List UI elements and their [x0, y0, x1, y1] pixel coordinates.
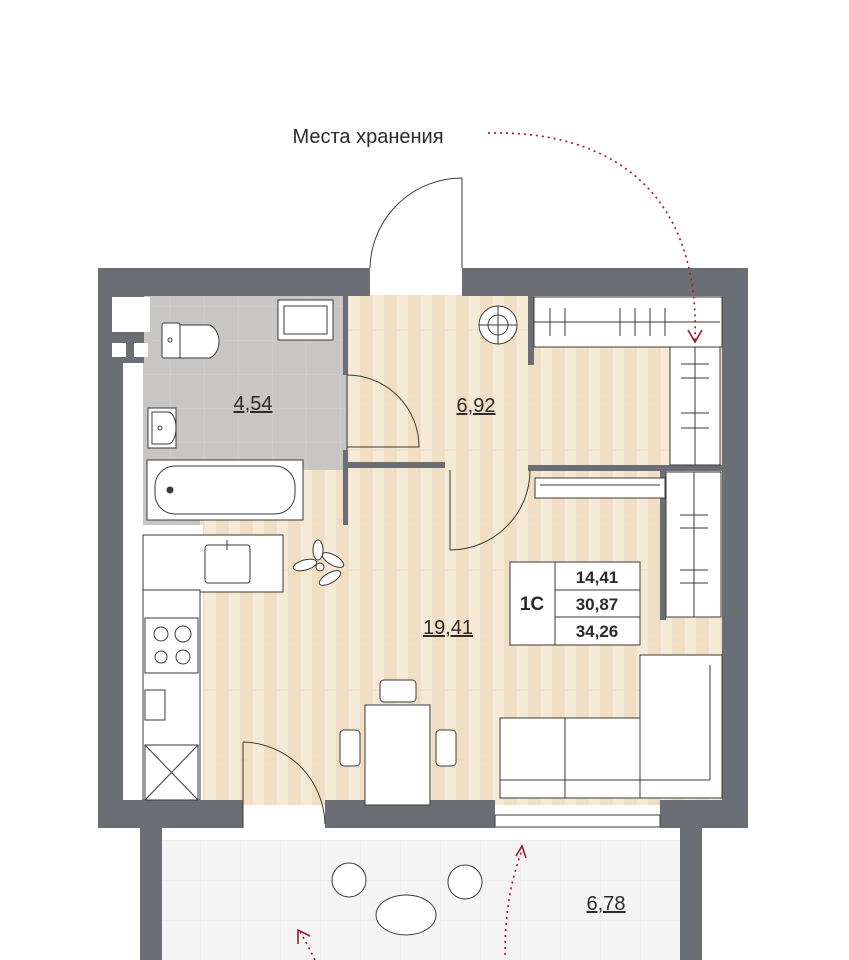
bathroom-area: 4,54 [234, 393, 273, 415]
sofa-icon [499, 654, 723, 799]
fridge-icon [144, 689, 166, 721]
balcony-table-set [331, 862, 483, 936]
hallway-area: 6,92 [457, 395, 496, 417]
apartment-type: 1С [520, 594, 545, 615]
balcony-door [242, 741, 326, 828]
balcony-area: 6,78 [587, 893, 626, 915]
balcony-arrow-left-head [297, 928, 311, 944]
bathroom-door [346, 374, 420, 450]
storage-wardrobe-right [669, 346, 721, 466]
storage-caption: Места хранения [292, 126, 443, 148]
kitchen-sink-icon [204, 540, 251, 584]
toilet-icon [161, 322, 220, 359]
storage-wardrobe-top [533, 296, 723, 348]
cabinet-cross-icon [144, 744, 199, 801]
radiator [494, 814, 661, 828]
ventilation-fan-icon [478, 305, 518, 345]
bathtub-icon [146, 459, 304, 521]
ventilation-shafts [112, 297, 150, 357]
living-wardrobe [665, 471, 722, 618]
storage-arrow [487, 132, 696, 341]
living-door [449, 469, 531, 551]
stove-icon [144, 617, 199, 674]
living-area-label: 19,41 [423, 617, 473, 639]
walls [98, 268, 748, 960]
plant-icon [292, 539, 345, 586]
storage-arrow-head [687, 329, 703, 344]
summary-living-area: 14,41 [576, 568, 619, 587]
summary-total-area: 30,87 [576, 595, 619, 614]
apartment-summary [509, 561, 641, 646]
sink-icon [147, 407, 177, 449]
summary-total-with-balcony: 34,26 [576, 622, 619, 641]
balcony-arrow-right-head [515, 844, 527, 859]
washing-machine-icon [277, 299, 334, 341]
dining-table-icon [339, 679, 457, 806]
shoe-rack [534, 477, 666, 499]
entrance-door [369, 177, 463, 269]
